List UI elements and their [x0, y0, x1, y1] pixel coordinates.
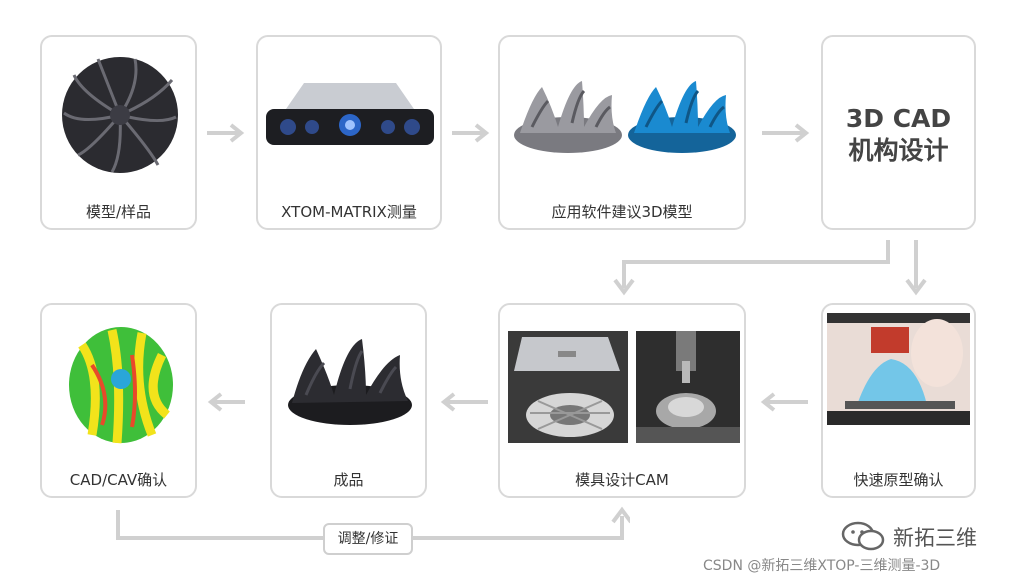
arrow-right-2 — [450, 122, 492, 144]
feedback-label: 调整/修证 — [323, 523, 413, 555]
step-label-build3d: 应用软件建议3D模型 — [500, 201, 744, 222]
step-label-xtom: XTOM-MATRIX测量 — [258, 201, 440, 222]
step-card-model: 模型/样品 — [40, 35, 197, 230]
arrow-left-2 — [438, 391, 490, 413]
arrow-left-3 — [758, 391, 810, 413]
cad-design-line1: 3D CAD — [823, 103, 974, 135]
arrow-left-1 — [205, 391, 247, 413]
step-label-model: 模型/样品 — [42, 201, 195, 222]
watermark-logo-text: 新拓三维 — [893, 522, 977, 552]
arrow-down-cad-to-prototype — [903, 238, 929, 298]
step-card-product: 成品 — [270, 303, 427, 498]
step-card-cad-design: 3D CAD 机构设计 — [821, 35, 976, 230]
step-label-product: 成品 — [272, 469, 425, 490]
blue-impeller-icon — [626, 77, 738, 155]
step-card-mold-cam: 模具设计CAM — [498, 303, 746, 498]
watermark-csdn: CSDN @新拓三维XTOP-三维测量-3D — [703, 555, 940, 575]
cav-heatmap-icon — [62, 315, 180, 450]
wechat-icon — [840, 521, 886, 553]
step-card-xtom: XTOM-MATRIX测量 — [256, 35, 442, 230]
step-label-cad-cav: CAD/CAV确认 — [42, 469, 195, 490]
step-card-build3d: 应用软件建议3D模型 — [498, 35, 746, 230]
step-card-cad-cav: CAD/CAV确认 — [40, 303, 197, 498]
step-label-mold-cam: 模具设计CAM — [500, 469, 744, 490]
connector-cad-to-cam — [612, 238, 898, 298]
step-label-prototype: 快速原型确认 — [823, 469, 974, 490]
product-impeller-icon — [284, 335, 416, 427]
step-card-prototype: 快速原型确认 — [821, 303, 976, 498]
grey-impeller-icon — [512, 77, 624, 155]
mold-icon — [508, 331, 628, 443]
impeller-icon — [60, 55, 180, 175]
arrow-right-1 — [205, 122, 247, 144]
scanner-icon — [264, 81, 436, 151]
cad-design-line2: 机构设计 — [823, 135, 974, 167]
printer-icon — [827, 313, 970, 425]
cnc-machine-icon — [636, 331, 740, 443]
arrow-right-3 — [760, 122, 812, 144]
